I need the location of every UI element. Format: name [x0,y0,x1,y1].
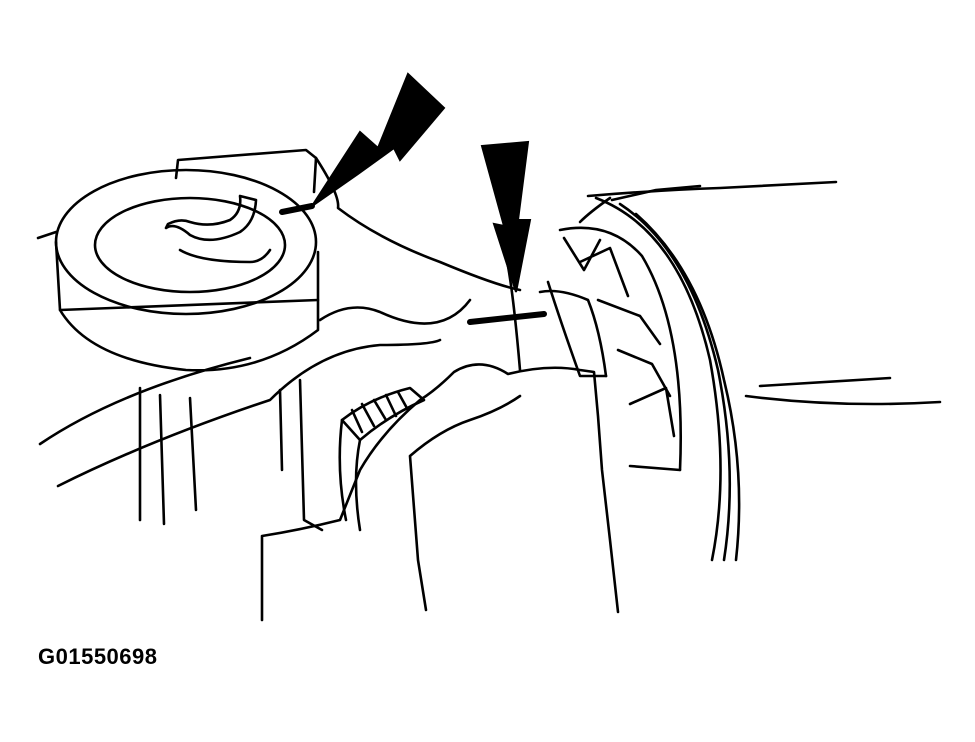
ring-boss [54,168,320,372]
drum [538,184,741,562]
line-drawing [36,148,942,622]
leader-line-upper-right [467,311,547,325]
arrow-down-icon [480,140,532,293]
arrow-down-left-icon [311,72,446,207]
figure-code: G01550698 [38,644,158,669]
housing-top-edge [36,148,318,240]
housing-ridge [314,156,522,292]
lever-arm-lower [318,298,472,325]
leader-line-upper-left [279,203,315,215]
lever-arm [38,338,442,488]
lower-bracket [260,363,620,622]
housing-right [586,180,942,406]
lower-bracket-inner [408,394,522,612]
post [138,378,324,532]
